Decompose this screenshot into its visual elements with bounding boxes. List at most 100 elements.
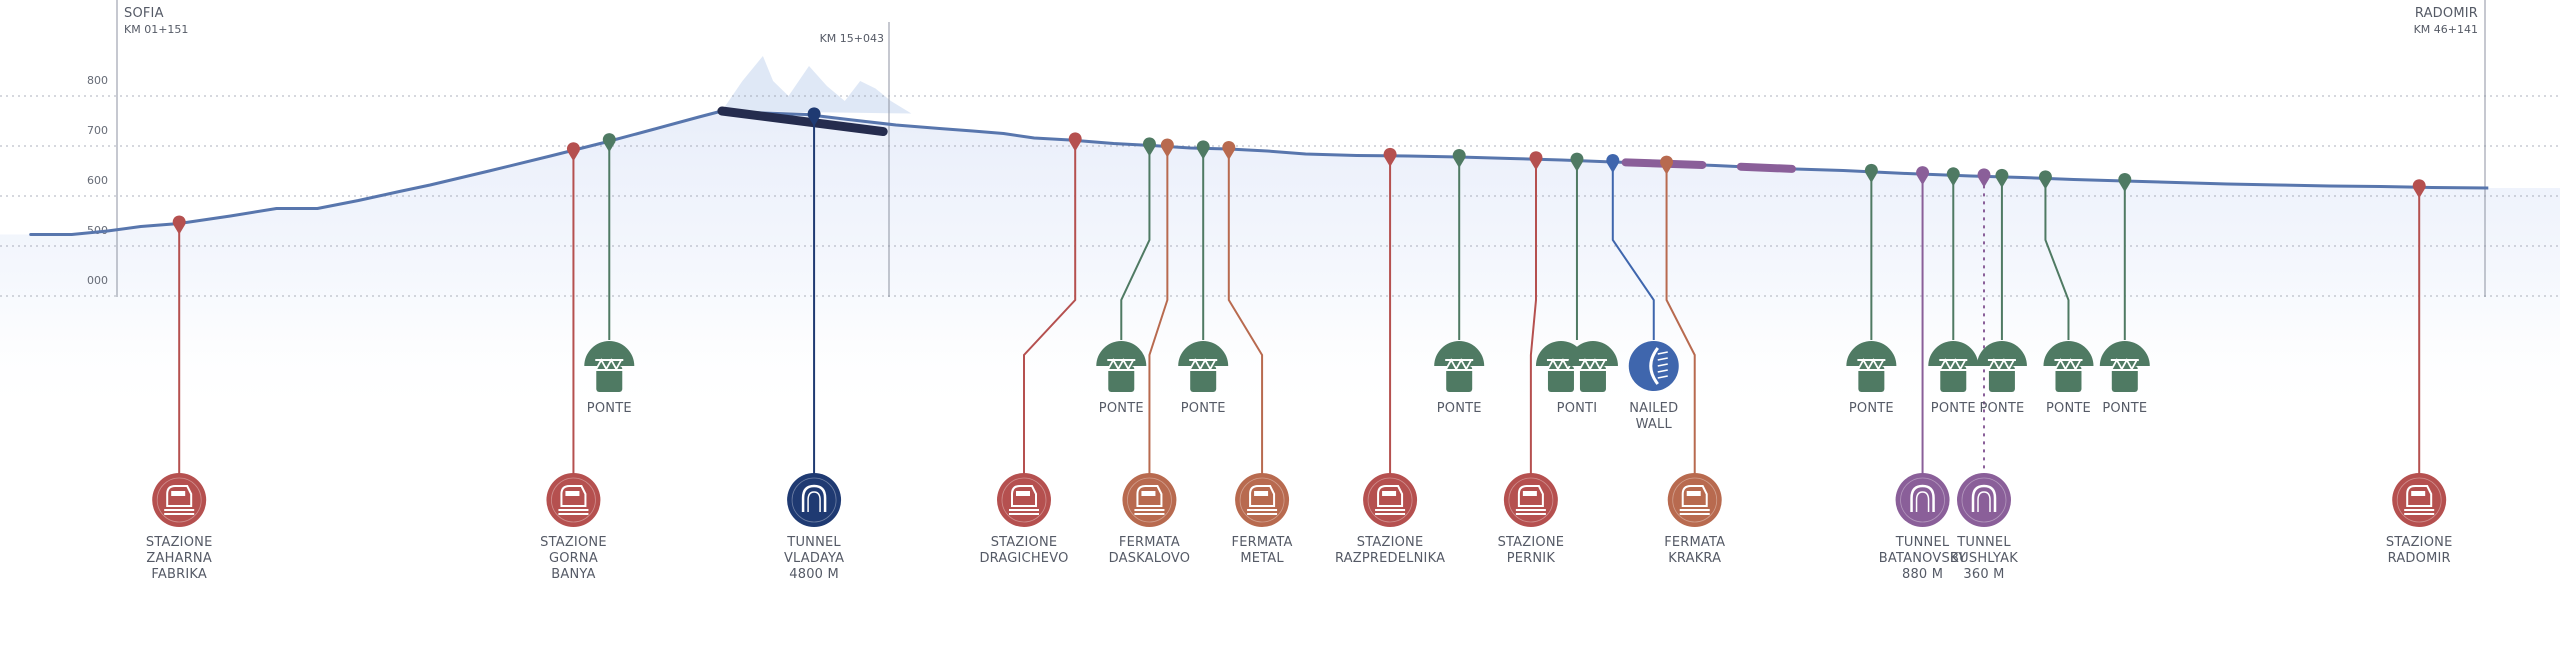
radomir-label-line: RADOMIR xyxy=(2388,551,2451,566)
pin-drop xyxy=(1995,168,2009,188)
nailed-badge xyxy=(1628,341,1679,391)
badge-ring xyxy=(551,477,596,523)
vladaya-pin xyxy=(807,107,821,127)
razpredelnika-badge xyxy=(1363,473,1418,527)
bridge-truss xyxy=(2054,358,2082,371)
wall-arc xyxy=(1649,347,1659,385)
pin-drop xyxy=(1977,168,1991,188)
ponte7-label-line: PONTE xyxy=(1979,401,2024,416)
pin-drop xyxy=(602,133,616,153)
nailed-label-line: WALL xyxy=(1636,417,1673,432)
badge-ring xyxy=(1127,477,1172,523)
tunnel_long-icon xyxy=(787,473,842,527)
gorna-label-line: BANYA xyxy=(551,567,595,582)
pin-drop xyxy=(1196,140,1210,160)
ponte7-badge xyxy=(1976,341,2027,392)
ponte5-label-line: PONTE xyxy=(1849,401,1894,416)
train-icon xyxy=(1681,485,1708,507)
krakra-badge xyxy=(1667,473,1722,527)
ponte2-label-line: PONTE xyxy=(1099,401,1144,416)
station-icon xyxy=(1363,473,1418,527)
terrain-fill xyxy=(0,111,2560,420)
ponti-pin xyxy=(1570,152,1584,172)
dragichevo-label-line: DRAGICHEVO xyxy=(979,551,1068,566)
bushlyak-badge xyxy=(1957,473,2011,527)
ponte7-pin xyxy=(1995,168,2009,188)
km-markers: SOFIA KM 01+151 KM 15+043 RADOMIR KM 46+… xyxy=(116,0,2486,297)
vladaya-label-line: TUNNEL xyxy=(786,535,841,550)
train-window xyxy=(171,491,186,496)
profile-pins xyxy=(172,107,2426,235)
pernik-label-line: STAZIONE xyxy=(1498,535,1565,550)
axis-tick-label: 700 xyxy=(87,124,108,137)
ponte9-label-line: PONTE xyxy=(2102,401,2147,416)
station-icon xyxy=(1503,473,1558,527)
razpredelnika-label-line: RAZPREDELNIKA xyxy=(1335,551,1445,566)
pin-drop xyxy=(1606,154,1620,173)
tunnel-inner-arch xyxy=(1977,491,1991,512)
vladaya-label-line: VLADAYA xyxy=(784,551,844,566)
track-profile xyxy=(29,109,2489,236)
wall-nail xyxy=(1657,369,1668,373)
bridge-truss xyxy=(1547,358,1574,371)
batanovsky-label-line: 880 M xyxy=(1902,567,1943,582)
gorna-label-line: GORNA xyxy=(549,551,598,566)
ponte1-pin xyxy=(602,133,616,153)
ponte4-pin xyxy=(1452,149,1466,168)
pin-drop xyxy=(1452,149,1466,168)
elevation-grid xyxy=(0,95,2560,297)
ponte4-label-line: PONTE xyxy=(1437,401,1482,416)
bridge-icon-right-stem xyxy=(1579,366,1606,392)
badge-ring xyxy=(1001,477,1047,523)
station-icon xyxy=(2392,473,2447,527)
bridge-icon-stem xyxy=(1988,366,2015,392)
tunnel-bar-2 xyxy=(1736,162,1796,173)
vladaya-label-line: 4800 M xyxy=(789,567,839,582)
axis-tick-label: 600 xyxy=(87,174,108,187)
end-station-km: KM 46+141 xyxy=(2414,23,2478,36)
ponte4-badge xyxy=(1434,341,1485,392)
badge-ring xyxy=(1508,477,1554,523)
pin-drop xyxy=(172,215,186,235)
ponte6-badge xyxy=(1928,341,1979,392)
ponte6-label-line: PONTE xyxy=(1931,401,1976,416)
bridge-truss xyxy=(1579,358,1606,371)
badge-ring xyxy=(1239,477,1285,523)
bridge-icon-left-stem xyxy=(1547,366,1574,392)
ponte5-badge xyxy=(1846,341,1897,392)
pernik-leader xyxy=(1529,160,1537,474)
profile-line xyxy=(29,109,2489,236)
train-icon xyxy=(1249,485,1276,507)
radomir-pin xyxy=(2412,179,2426,199)
badge-ring xyxy=(791,477,837,523)
tunnel_short-icon xyxy=(1895,473,1950,527)
bridge-truss xyxy=(1939,358,1967,371)
train-icon xyxy=(1011,485,1037,507)
train-window xyxy=(2411,491,2426,496)
bridge-icon-stem xyxy=(2055,366,2082,392)
metal-badge xyxy=(1235,473,1290,527)
train-window xyxy=(1016,491,1030,496)
bushlyak-label-line: BUSHLYAK xyxy=(1950,551,2018,566)
end-station-name: RADOMIR xyxy=(2415,6,2478,21)
wall-nail xyxy=(1657,351,1668,355)
ponte8-leader xyxy=(2044,179,2070,340)
ponte9-badge xyxy=(2099,341,2150,392)
badge-ring xyxy=(1672,477,1718,523)
batanovsky-label-line: TUNNEL xyxy=(1895,535,1950,550)
pin-drop xyxy=(1916,166,1930,186)
vladaya-badge xyxy=(787,473,842,527)
train-window xyxy=(1522,491,1537,496)
bridge-icon-stem xyxy=(2111,366,2138,392)
ponte5-pin xyxy=(1864,163,1878,183)
krakra-label-line: KRAKRA xyxy=(1668,551,1721,566)
mid-marker-km: KM 15+043 xyxy=(820,32,884,45)
badge-ring xyxy=(1367,477,1413,523)
zaharna-label-line: STAZIONE xyxy=(146,535,213,550)
zaharna-badge xyxy=(152,473,207,527)
gorna-badge xyxy=(546,473,601,527)
tunnel-inner-arch xyxy=(1915,491,1930,512)
bridge-icon-stem xyxy=(1108,366,1135,392)
bridge-icon-stem xyxy=(1190,366,1217,392)
